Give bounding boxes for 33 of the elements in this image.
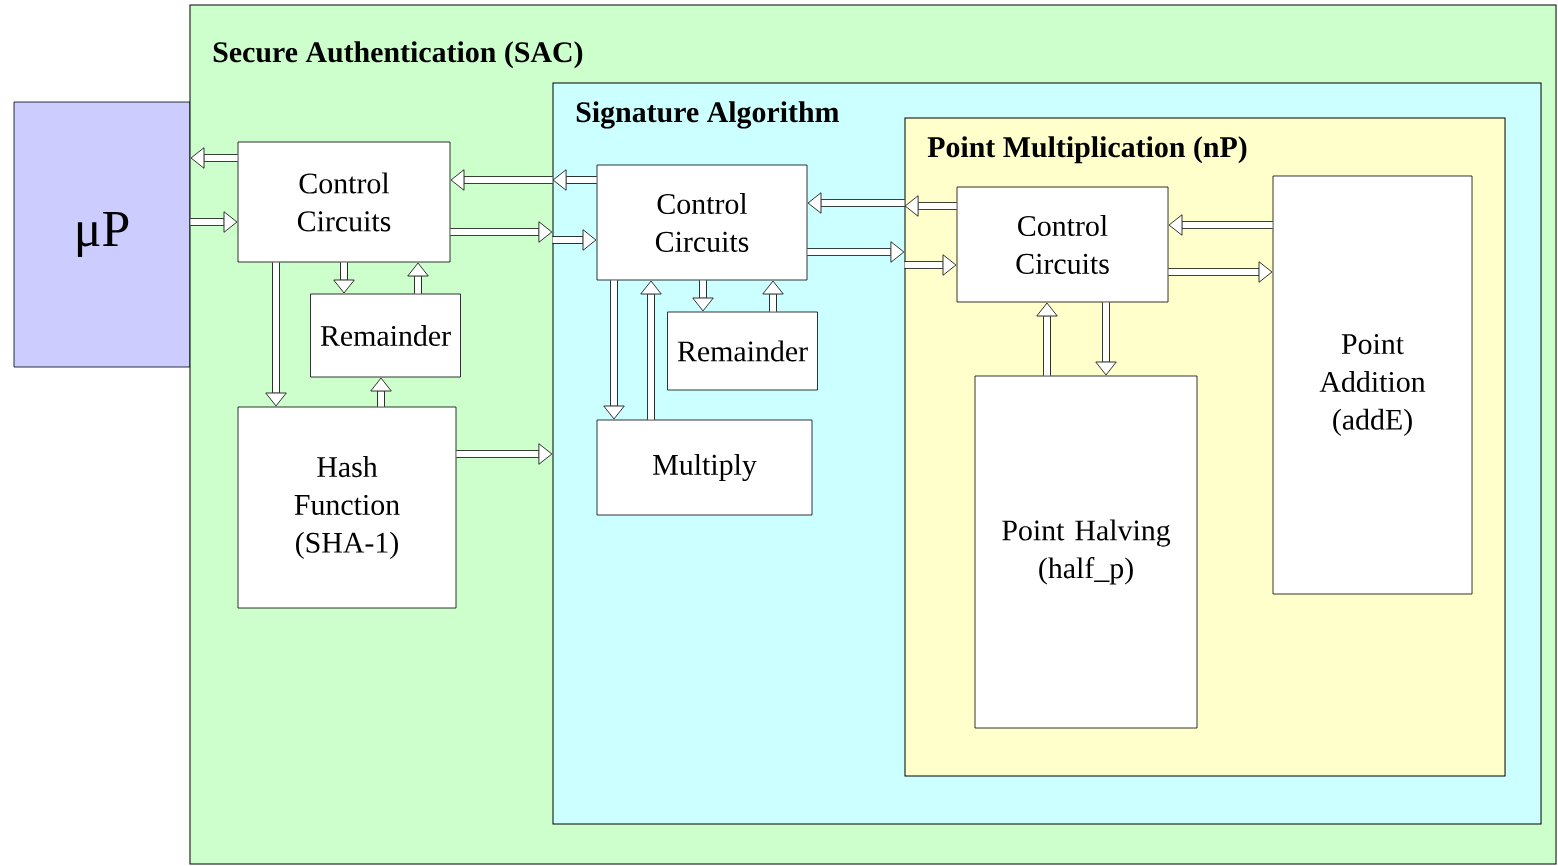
processor-box: μP [13,101,191,368]
process-box: Control Circuits [596,164,808,281]
block-arrow [1168,261,1273,283]
block-arrow [407,262,429,294]
block-arrow [190,211,238,233]
block-arrow [904,195,957,217]
block-arrow [1036,302,1058,376]
block-arrow [640,280,662,420]
process-box: Remainder [310,293,461,378]
block-arrow [807,241,905,263]
block-arrow [370,377,392,407]
block-arrow [552,229,597,251]
block-arrow [1168,214,1273,236]
process-box: Hash Function (SHA-1) [237,406,457,609]
block-arrow [807,192,905,214]
process-box: Multiply [596,419,813,516]
block-arrow [1095,302,1117,376]
block-arrow [450,169,553,191]
block-arrow [603,280,625,420]
block-arrow [552,169,597,191]
process-box: Control Circuits [956,186,1169,303]
process-box: Point Halving (half_p) [974,375,1198,729]
block-arrow [762,280,784,312]
block-arrow [904,254,957,276]
block-arrow [692,280,714,312]
process-box: Point Addition (addE) [1272,175,1473,595]
block-arrow [333,262,355,294]
block-arrow [265,262,287,407]
process-box: Control Circuits [237,141,451,263]
block-arrow [190,147,238,169]
process-box: Remainder [667,311,818,391]
block-arrow [450,221,553,243]
block-arrow [456,443,553,465]
